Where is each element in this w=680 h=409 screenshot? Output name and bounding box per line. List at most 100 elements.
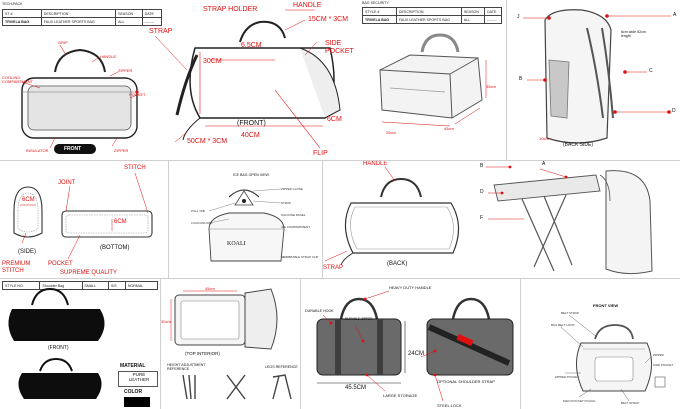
material-label: MATERIAL: [120, 363, 146, 369]
open-bag-illustration: [208, 188, 291, 262]
material-value: PURE LEATHER: [128, 372, 150, 382]
interior-panel: 45cm 30cm (TOP INTERIOR) HEIGHT ADJUSTME…: [161, 279, 300, 409]
label-a: A: [673, 12, 677, 18]
label-handle: HANDLE: [100, 54, 117, 59]
heavy-handle: HEAVY DUTY HANDLE: [389, 285, 432, 290]
duffel-detail-panel: DURABLE HOOK HEAVY DUTY HANDLE DURABLE Z…: [301, 279, 520, 409]
height-ref: HEIGHT ADJUSTMENT REFERENCE: [167, 363, 206, 371]
style-table: STYLE NO. Shoulder Bag SMALL S/S NORMAL: [1, 281, 159, 290]
label-cooling: COOLING COMPARTMENT: [2, 75, 33, 84]
label-strap: STRAP: [323, 265, 344, 271]
label-dim-6b: 6CM: [114, 219, 127, 225]
divider: [168, 160, 169, 278]
color-label: COLOR: [124, 389, 143, 395]
duffel-detail-illustration: [316, 290, 514, 402]
shoulder-strap: OPTIONAL SHOULDER STRAP: [437, 379, 495, 384]
legs-ref: LEGS REFERENCE: [265, 365, 298, 369]
note: ZIPPER CLOSE: [281, 187, 303, 191]
interior-caption: (TOP INTERIOR): [185, 351, 220, 356]
spec-value: ALL: [460, 15, 486, 24]
label-f: F: [480, 215, 484, 221]
note: ZIPPER: [653, 353, 664, 357]
label-quality: SUPREME QUALITY: [60, 270, 118, 276]
note: MAIN POCKET POUCH: [563, 399, 596, 403]
note: STRAP: [281, 201, 292, 205]
back-side-caption: (BACK SIDE): [563, 142, 594, 148]
spec-value: FAUX LEATHER SPORTS BAG: [40, 17, 117, 26]
material-box: [118, 371, 158, 387]
duffel-front-illustration: [154, 9, 341, 149]
dim-w: 45cm: [205, 286, 215, 291]
stand-illustration: [486, 165, 653, 275]
label-bottom-dim: 10cm: [539, 136, 549, 141]
label-strap-holder: STRAP HOLDER: [203, 6, 258, 13]
label-zipper: ZIPPER: [118, 68, 133, 73]
note: BAG BELT LOOP: [551, 323, 575, 327]
large-storage: LARGE STORAGE: [383, 393, 418, 398]
color-swatch: [124, 397, 150, 407]
label-dim-h: 35cm: [486, 84, 496, 89]
front-badge: [54, 144, 96, 154]
label-b: B: [480, 163, 484, 169]
steel-lock: STEEL LOCK: [437, 403, 462, 408]
pack-label: TECH-PACK: [2, 2, 23, 6]
open-view-title: ICE BAG OPEN VIEW: [233, 173, 269, 177]
pack-label: BAG SECURITY: [362, 1, 389, 5]
note: ICE COMPARTMENT: [281, 225, 311, 229]
divider: [322, 160, 323, 278]
front-small-illustration: [560, 314, 666, 402]
note: SILICONE PANEL: [281, 213, 306, 217]
front-caption: (FRONT): [48, 345, 69, 351]
divider: [0, 278, 680, 279]
spec-value: --------: [484, 15, 502, 24]
label-insulator: INSULATOR: [26, 148, 49, 153]
dim-h: 30cm: [161, 319, 171, 324]
label-joint: JOINT: [58, 180, 76, 186]
note: PULL TAB: [191, 209, 205, 213]
label-front-caption: (FRONT): [237, 120, 266, 127]
label-stitch: STITCH: [124, 165, 146, 171]
cooler-bag-illustration: [21, 44, 139, 149]
label-dim-40: 40CM: [241, 132, 260, 139]
note: BELT STRAP: [621, 401, 640, 405]
label-grip: GRIP: [58, 40, 68, 45]
label-zipper-2: ZIPPER: [114, 148, 129, 153]
label-a: A: [542, 161, 546, 167]
label-strap: STRAP: [149, 28, 173, 35]
label-bottom: (BOTTOM): [100, 245, 130, 251]
label-side-pocket: SIDE POCKET: [325, 40, 354, 55]
open-view-panel: ICE BAG OPEN VIEW ZIPPER CLOSE STRAP PUL…: [169, 161, 322, 278]
label-premium: PREMIUM STITCH: [2, 261, 31, 274]
backpack-back-panel: J A B C D 6cm wide 52cm length (BACK SID…: [507, 0, 680, 160]
black-bag-illustration: [8, 287, 105, 399]
color-sheet-panel: STYLE NO. Shoulder Bag SMALL S/S NORMAL …: [0, 279, 160, 409]
interior-illustration: [170, 288, 292, 400]
label-dim-6: 6CM: [327, 116, 342, 123]
divider: [0, 160, 680, 161]
side-bottom-panel: STITCH JOINT 6CM 6CM (SIDE) (BOTTOM) PRE…: [0, 161, 168, 278]
label-handle: HANDLE: [293, 2, 322, 9]
spec-value: --------: [141, 17, 163, 26]
side-bottom-illustration: [13, 172, 153, 260]
backpack-back-illustration: [523, 9, 671, 144]
label-dim-6: 6CM: [22, 197, 35, 203]
divider: [520, 278, 521, 409]
label-side: (SIDE): [18, 249, 36, 255]
note: LOCK/UNLOCK: [191, 221, 213, 225]
dim-24: 24CM: [408, 351, 425, 357]
label-d: D: [480, 189, 484, 195]
brand-label: KOALI: [227, 241, 246, 247]
tech-pack-sheet-2: BAG SECURITY STYLE # DESCRIPTION SEASON …: [360, 0, 506, 160]
label-j: J: [517, 14, 520, 20]
front-small-panel: FRONT VIEW BELT STRAP BAG BELT LOOP ZIPP…: [521, 279, 680, 409]
label-handle: HANDLE: [363, 161, 388, 167]
style-header: NORMAL: [124, 281, 159, 290]
spec-table: STYLE # DESCRIPTION SEASON DATE TRIVELA …: [362, 7, 502, 24]
style-header: SMALL: [81, 281, 109, 290]
label-dim-6-5: 6.5CM: [241, 42, 262, 49]
stand-view-panel: A B D F: [476, 161, 680, 278]
durable-zipper: DURABLE ZIPPER: [345, 317, 373, 321]
label-c: C: [649, 68, 653, 74]
front-badge-label: FRONT: [64, 146, 82, 152]
label-flip: FLIP: [313, 150, 328, 157]
